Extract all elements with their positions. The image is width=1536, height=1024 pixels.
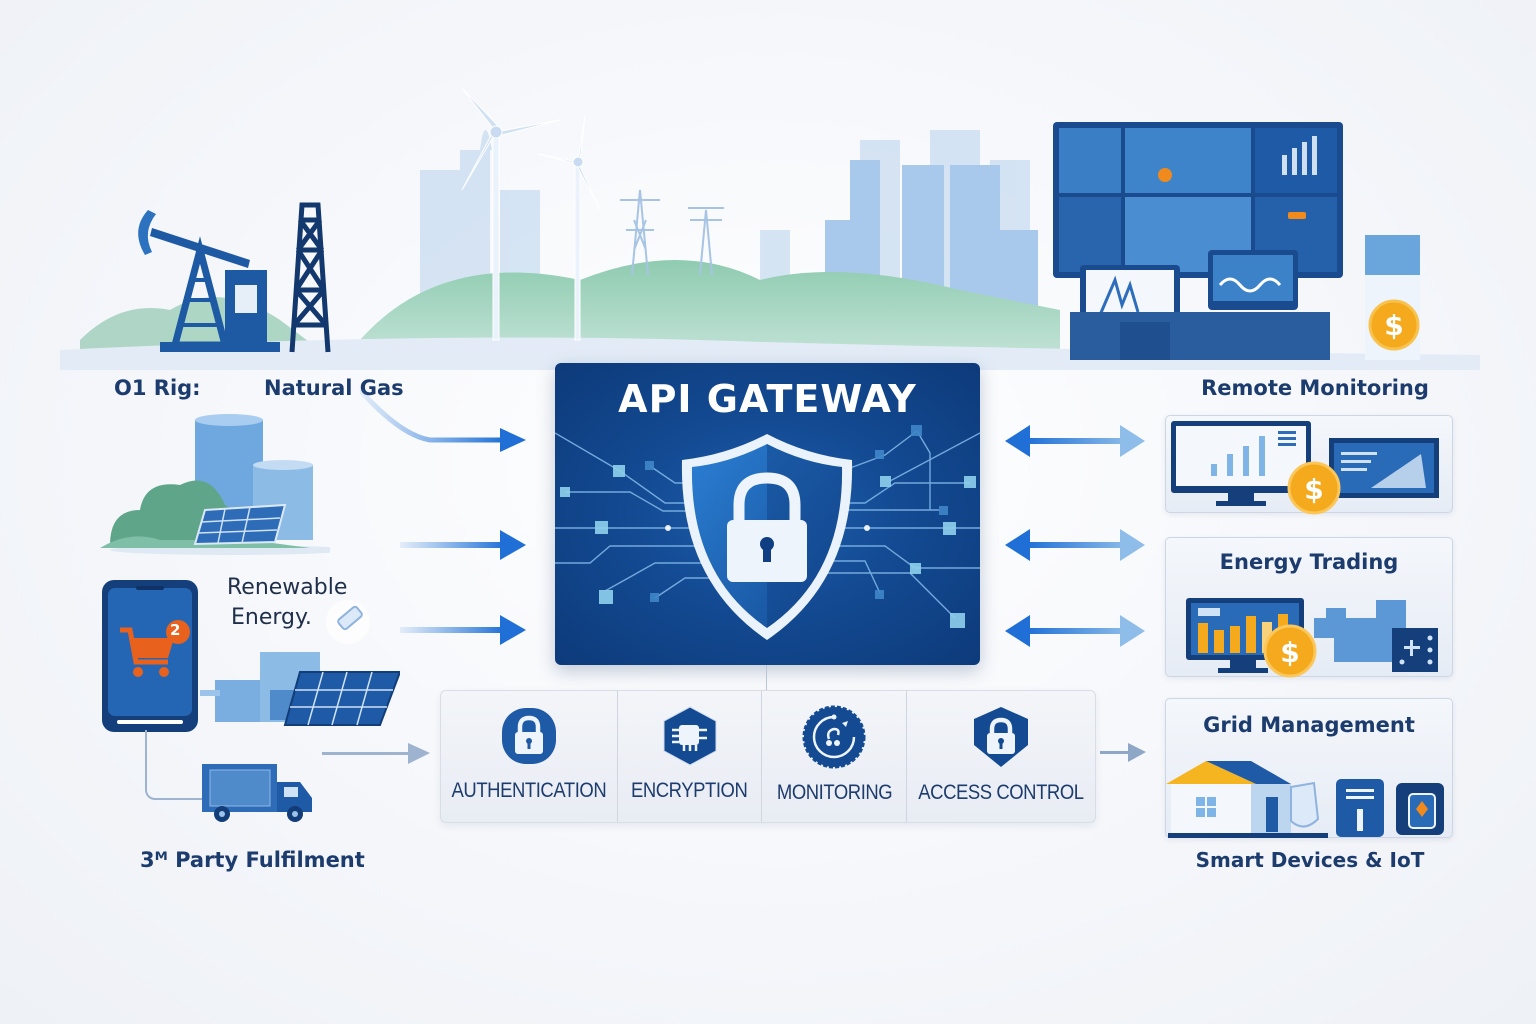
trading-chart-icon: $ [1186,598,1438,678]
security-features-bar: AUTHENTICATION ENCRYPTION MONITORING [440,690,1096,823]
api-gateway-panel[interactable]: API GATEWAY [555,363,980,665]
arrows-into-gateway [360,380,535,710]
svg-text:$: $ [1384,309,1403,342]
connector-line [145,730,215,800]
svg-text:$: $ [1280,636,1299,669]
chip-icon [663,706,717,766]
feature-label: ACCESS CONTROL [918,781,1084,804]
landscape-illustration: $ [60,80,1480,370]
monitor-dashboard-icon: $ [1171,421,1439,515]
gauge-icon [802,705,866,769]
power-pylon-icon [620,189,724,276]
feature-access-control[interactable]: ACCESS CONTROL [907,691,1095,822]
delivery-truck-icon [200,762,315,824]
wind-turbine-icon [461,87,601,341]
feature-label: MONITORING [776,781,893,804]
remote-monitoring-label: Remote Monitoring [1201,376,1429,400]
feature-encryption[interactable]: ENCRYPTION [618,691,763,822]
lock-icon [501,708,556,764]
natural-gas-label: Natural Gas [264,376,404,400]
smart-devices-label: Smart Devices & IoT [1195,848,1425,872]
circuit-nodes [560,425,976,628]
plug-icon [320,600,375,645]
feature-authentication[interactable]: AUTHENTICATION [441,691,618,822]
smart-home-icon [1166,761,1444,838]
feature-monitoring[interactable]: MONITORING [762,691,908,822]
shield-lock-icon [974,707,1029,767]
renewable-energy-label: Renewable Energy. [227,575,348,630]
grid-management-label: Grid Management [1203,713,1415,737]
arrow-to-features [322,740,432,768]
mobile-shop-icon: 2 [102,580,198,732]
fulfilment-label: 3ᴹ Party Fulfilment [140,848,365,872]
feature-label: AUTHENTICATION [451,779,607,802]
service-card-energy-trading[interactable]: Energy Trading $ [1165,537,1453,678]
shield-lock-icon [677,430,857,645]
bidirectional-arrows [1005,420,1150,650]
cart-badge: 2 [170,621,181,639]
oil-derrick-icon [289,202,331,353]
control-room-illustration: $ [1053,122,1420,360]
solar-panel-icon [200,650,400,730]
connector-stem [766,665,767,690]
arrow-to-grid [1100,740,1148,766]
gateway-title: API GATEWAY [618,377,917,421]
energy-trading-label: Energy Trading [1219,550,1399,574]
feature-label: ENCRYPTION [631,779,748,802]
oil-rig-label: O1 Rig: [114,376,201,400]
gas-tanks-icon [100,410,330,555]
service-card-grid-management[interactable]: Grid Management [1165,698,1453,838]
oil-pump-icon [138,210,280,352]
service-card-remote-monitoring[interactable]: $ [1165,415,1453,515]
svg-text:$: $ [1304,473,1323,506]
